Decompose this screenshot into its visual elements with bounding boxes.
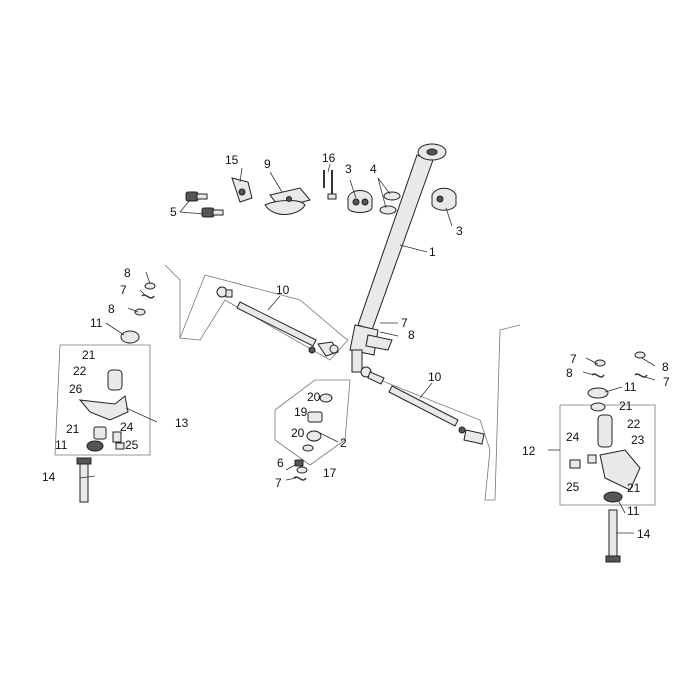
- right-tie-rod-frame: [354, 324, 521, 501]
- callout-20-lower: 20: [291, 426, 305, 440]
- callout-10-left: 10: [276, 283, 290, 297]
- bolt-5-lower: [201, 207, 224, 218]
- callout-3-left: 3: [345, 162, 352, 176]
- callout-11-left-a: 11: [90, 316, 103, 330]
- callout-7-right-b: 7: [663, 375, 670, 389]
- right-knuckle-frame: [559, 404, 656, 506]
- callout-19: 19: [294, 405, 308, 419]
- callout-3-right: 3: [456, 224, 463, 238]
- callout-12: 12: [522, 444, 536, 458]
- leader-lines: [79, 163, 656, 534]
- callout-8-right-b: 8: [662, 360, 669, 374]
- left-guide-frame: [164, 264, 181, 338]
- callout-25-left: 25: [125, 438, 139, 452]
- callout-11-left-b: 11: [55, 438, 68, 452]
- callout-26: 26: [69, 382, 83, 396]
- callout-21-left-a: 21: [82, 348, 96, 362]
- callout-14-left: 14: [42, 470, 56, 484]
- callout-8-column: 8: [408, 328, 415, 342]
- callout-25-right: 25: [566, 480, 580, 494]
- callout-22-right: 22: [627, 417, 641, 431]
- left-knuckle-parts: [76, 282, 156, 503]
- callout-4: 4: [370, 162, 377, 176]
- callout-11-right-a: 11: [624, 380, 637, 394]
- center-bracket-parts: [293, 393, 333, 481]
- clamp-plate-9: [264, 187, 311, 215]
- callout-labels: 1 2 3 3 4 5 6 7 7 7 7 7 8 8 8 8 8 9 10 1…: [42, 151, 670, 541]
- callout-21-right-b: 21: [627, 481, 641, 495]
- callout-11-right-b: 11: [627, 504, 640, 518]
- callout-24-right: 24: [566, 430, 580, 444]
- right-tie-rod: [360, 366, 485, 445]
- callout-16: 16: [322, 151, 336, 165]
- callout-22-left: 22: [73, 364, 87, 378]
- left-tie-rod: [216, 286, 339, 357]
- callout-13: 13: [175, 416, 189, 430]
- bushing-3-right: [431, 187, 457, 211]
- steering-column: [349, 143, 447, 373]
- callout-8-right-a: 8: [566, 366, 573, 380]
- callout-2: 2: [340, 436, 347, 450]
- callout-20-upper: 20: [307, 390, 321, 404]
- callout-21-right-a: 21: [619, 399, 633, 413]
- callout-6: 6: [277, 456, 284, 470]
- callout-7-left: 7: [120, 283, 127, 297]
- callout-8-left-a: 8: [124, 266, 131, 280]
- callout-7-center: 7: [275, 476, 282, 490]
- callout-23: 23: [631, 433, 645, 447]
- callout-9: 9: [264, 157, 271, 171]
- callout-5: 5: [170, 205, 177, 219]
- callout-10-right: 10: [428, 370, 442, 384]
- callout-7-column: 7: [401, 316, 408, 330]
- callout-14-right: 14: [637, 527, 651, 541]
- callout-17: 17: [323, 466, 337, 480]
- right-knuckle-parts: [569, 351, 648, 563]
- callout-7-right-a: 7: [570, 352, 577, 366]
- callout-1: 1: [429, 245, 436, 259]
- ring-4: [379, 191, 401, 215]
- pins-16: [323, 170, 337, 200]
- callout-15: 15: [225, 153, 239, 167]
- bolt-5-upper: [185, 191, 208, 202]
- bushing-3-left: [347, 190, 373, 213]
- center-bracket-frame: [274, 379, 351, 466]
- callout-24-left: 24: [120, 420, 134, 434]
- left-knuckle-frame: [54, 344, 151, 456]
- callout-8-left-b: 8: [108, 302, 115, 316]
- left-tie-rod-frame: [179, 274, 349, 361]
- callout-21-left-b: 21: [66, 422, 80, 436]
- bracket-15: [231, 177, 253, 203]
